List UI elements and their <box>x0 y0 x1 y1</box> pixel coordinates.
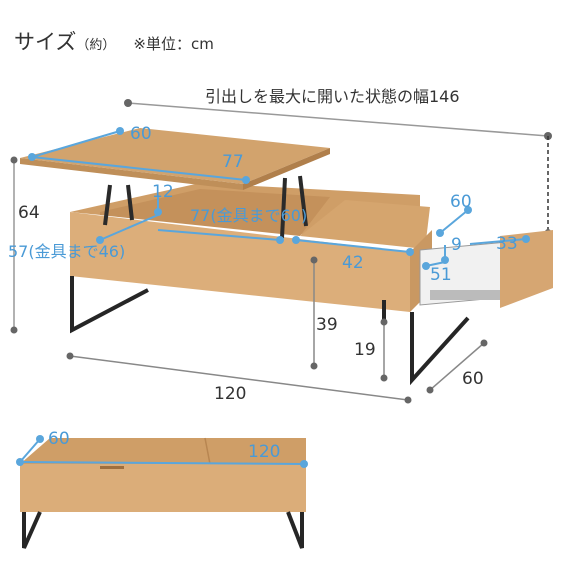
label-overall-depth: 60 <box>462 369 484 389</box>
label-drawer-inner-depth: 51 <box>430 265 452 285</box>
dim-line-lift-depth <box>31 130 121 158</box>
dim-dot <box>380 318 388 326</box>
lift-arm <box>126 184 134 221</box>
drawer-front <box>500 230 553 308</box>
dim-line-storage-width <box>295 239 411 253</box>
lift-arm <box>280 177 287 239</box>
dim-dot <box>404 396 412 404</box>
label-max-width: 引出しを最大に開いた状態の幅146 <box>205 87 460 106</box>
lift-arm <box>298 175 308 227</box>
dim-dot <box>406 248 414 256</box>
label-height-64: 64 <box>18 203 40 223</box>
title-text: サイズ <box>14 30 77 54</box>
dim-dot <box>276 236 284 244</box>
dim-line-closed-depth <box>19 438 41 463</box>
label-lift-depth: 60 <box>130 124 152 144</box>
unit-note: ※単位：cm <box>133 35 214 53</box>
dim-dot <box>116 127 124 135</box>
right-leg-frame <box>410 312 470 386</box>
dim-dot <box>480 339 488 347</box>
dim-line-hardware-depth <box>99 214 159 241</box>
label-lift-width: 77 <box>222 152 244 172</box>
dim-dot <box>154 208 162 216</box>
dim-line-146 <box>127 102 549 137</box>
label-overall-width: 120 <box>214 384 246 404</box>
dim-dot <box>300 460 308 468</box>
dim-line-hardware-width <box>157 229 281 241</box>
dim-dot <box>422 262 430 270</box>
closed-table-top <box>20 438 306 464</box>
dim-line-overall-width <box>69 355 409 401</box>
dim-line-drawer-depth <box>439 209 469 234</box>
dim-line-lift-width <box>31 156 247 181</box>
dim-dot <box>436 229 444 237</box>
dim-dot <box>380 374 388 382</box>
dim-dot <box>66 352 74 360</box>
lift-arm <box>103 184 112 226</box>
drawer-rail <box>430 290 500 300</box>
dim-dot <box>242 176 250 184</box>
closed-table-seam <box>204 437 211 465</box>
dim-dot <box>124 99 132 107</box>
closed-left-leg <box>22 511 42 549</box>
label-floor-clearance: 19 <box>354 340 376 360</box>
label-closed-depth: 60 <box>48 429 70 449</box>
dim-dot <box>426 386 434 394</box>
label-drawer-inner-width: 33 <box>496 234 518 254</box>
label-hardware-width: 77(金具まで60) <box>190 206 307 225</box>
dim-dot <box>310 362 318 370</box>
dim-line-overall-depth <box>429 342 485 391</box>
dim-dot <box>36 435 44 443</box>
dim-dot <box>522 235 530 243</box>
label-storage-width: 42 <box>342 253 364 273</box>
dim-dot <box>10 326 18 334</box>
dim-line-closed-width <box>19 461 305 465</box>
lift-top-edge <box>20 158 243 190</box>
table-front-face <box>70 212 410 312</box>
title-note: （約） <box>76 38 116 53</box>
label-hardware-depth: 57(金具まで46) <box>8 242 125 261</box>
dim-line-drawer-inner-width <box>469 238 527 245</box>
dim-dot <box>10 156 18 164</box>
dim-dot <box>96 236 104 244</box>
lift-top-right-edge <box>243 148 330 190</box>
right-top-panel <box>300 200 430 249</box>
page-title: サイズ（約） ※単位：cm <box>14 26 214 56</box>
closed-right-leg <box>286 511 304 549</box>
dim-dot <box>464 206 472 214</box>
left-leg-frame <box>70 276 149 334</box>
closed-table-handle <box>100 466 124 469</box>
label-lift-height: 12 <box>152 182 174 202</box>
label-closed-width: 120 <box>248 442 280 462</box>
closed-table-front <box>20 464 306 512</box>
label-under-height: 39 <box>316 315 338 335</box>
label-drawer-height: 9 <box>451 235 462 255</box>
lift-top-panel <box>20 128 330 184</box>
dim-dot <box>310 256 318 264</box>
label-drawer-depth: 60 <box>450 192 472 212</box>
dim-dot <box>292 236 300 244</box>
